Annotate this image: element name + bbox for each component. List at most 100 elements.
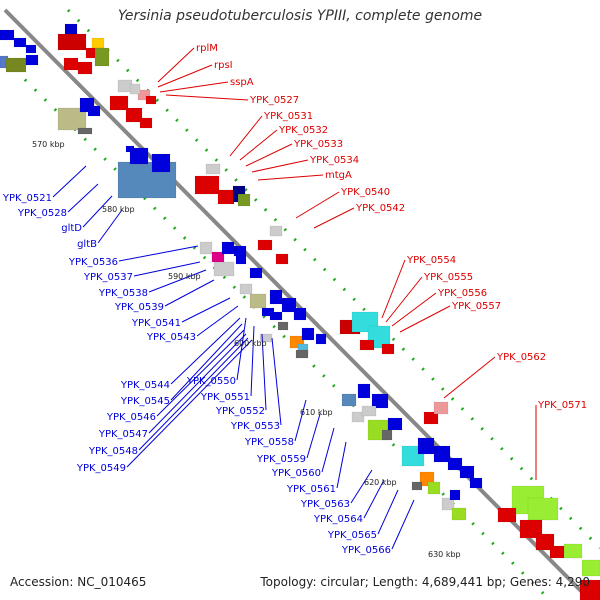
forward-gene-label: YPK_0561 [286,484,336,495]
kbp-scale-label: 630 kbp [428,550,461,559]
gene-block [25,54,39,66]
gene-block [359,339,375,351]
reverse-gene-label: YPK_0562 [496,352,546,363]
reverse-gene-label: YPK_0542 [355,203,405,214]
forward-gene-label: YPK_0548 [88,446,138,457]
reverse-gene-leader [245,143,293,167]
gene-block [275,253,289,265]
map-title: Yersinia pseudotuberculosis YPIII, compl… [117,8,483,24]
reverse-gene-label: YPK_0554 [406,255,456,266]
reverse-gene-leader [159,81,229,93]
reverse-gene-leader [165,94,249,101]
forward-gene-leader [306,413,321,459]
gene-block [257,239,273,251]
gene-block [261,307,275,317]
forward-gene-label: YPK_0566 [341,545,391,556]
reverse-gene-label: YPK_0533 [293,139,343,150]
gene-block [579,579,600,600]
gene-block [217,189,235,205]
gene-block [423,411,439,425]
gene-block [301,327,315,341]
gene-block [233,245,247,257]
forward-gene-leader [196,305,239,337]
gene-block [237,193,251,207]
reverse-gene-leader [391,292,437,327]
reverse-gene-leader [443,356,496,399]
gene-block [0,29,15,41]
forward-gene-label: gltB [77,239,97,250]
gene-block [449,489,461,501]
forward-gene-label: YPK_0541 [131,318,181,329]
reverse-gene-leader [257,174,324,181]
forward-gene-leader [391,499,415,550]
forward-gene-label: YPK_0545 [120,396,170,407]
forward-gene-leader [250,325,255,397]
forward-gene-label: YPK_0547 [98,429,148,440]
gene-block [341,393,357,407]
gene-block [25,44,37,54]
forward-gene-label: YPK_0538 [98,288,148,299]
forward-gene-label: YPK_0551 [200,392,250,403]
gene-block [137,89,151,101]
gene-block [387,417,403,431]
forward-gene-label: YPK_0558 [244,437,294,448]
reverse-gene-label: YPK_0557 [451,301,501,312]
forward-gene-label: YPK_0553 [230,421,280,432]
gene-block [519,519,543,539]
forward-gene-label: YPK_0560 [271,468,321,479]
gene-block [13,37,27,48]
topology-info: Topology: circular; Length: 4,689,441 bp… [260,575,590,589]
reverse-gene-label: rplM [196,43,218,54]
reverse-gene-leader [399,305,451,333]
gene-block [269,289,283,305]
gene-block [315,333,327,345]
forward-gene-leader [363,479,385,519]
gene-block [277,321,289,331]
forward-gene-leader [52,165,87,198]
gene-block [357,383,371,399]
gene-block [199,241,213,255]
forward-gene-leader [271,337,282,426]
gene-block [109,95,129,111]
gene-block [469,477,483,489]
gene-block [94,47,110,67]
kbp-scale-label: 610 kbp [300,408,333,417]
forward-gene-label: YPK_0521 [2,193,52,204]
gene-block [563,543,583,559]
gene-block [293,307,307,321]
gene-block [527,497,559,521]
gene-block [57,33,87,51]
gene-block [459,465,475,479]
gene-block [77,127,93,135]
reverse-gene-label: mtgA [325,170,352,181]
gene-block [351,411,365,423]
forward-gene-leader [138,337,249,451]
gene-block [447,457,463,471]
forward-gene-label: gltD [61,223,82,234]
forward-gene-label: YPK_0549 [76,463,126,474]
gene-block [269,225,283,237]
forward-gene-leader [236,317,247,381]
reverse-gene-leader [239,129,278,161]
gene-block [427,481,441,495]
forward-gene-label: YPK_0539 [114,302,164,313]
forward-gene-label: YPK_0559 [256,454,306,465]
forward-gene-leader [350,469,373,504]
gene-block [249,267,263,279]
accession-label: Accession: NC_010465 [10,575,147,589]
gene-block [535,533,555,551]
gene-block [145,95,157,105]
gene-block [295,349,309,359]
gene-block [417,437,435,455]
gene-block [139,117,153,129]
gene-block [381,429,393,441]
gene-block [151,153,171,173]
forward-gene-label: YPK_0565 [327,530,377,541]
gene-block [205,163,221,175]
gene-block [411,481,423,491]
reverse-gene-leader [313,207,355,229]
reverse-gene-label: YPK_0556 [437,288,487,299]
kbp-scale-label: 620 kbp [364,478,397,487]
reverse-gene-label: YPK_0534 [309,155,359,166]
reverse-gene-label: YPK_0571 [537,400,587,411]
